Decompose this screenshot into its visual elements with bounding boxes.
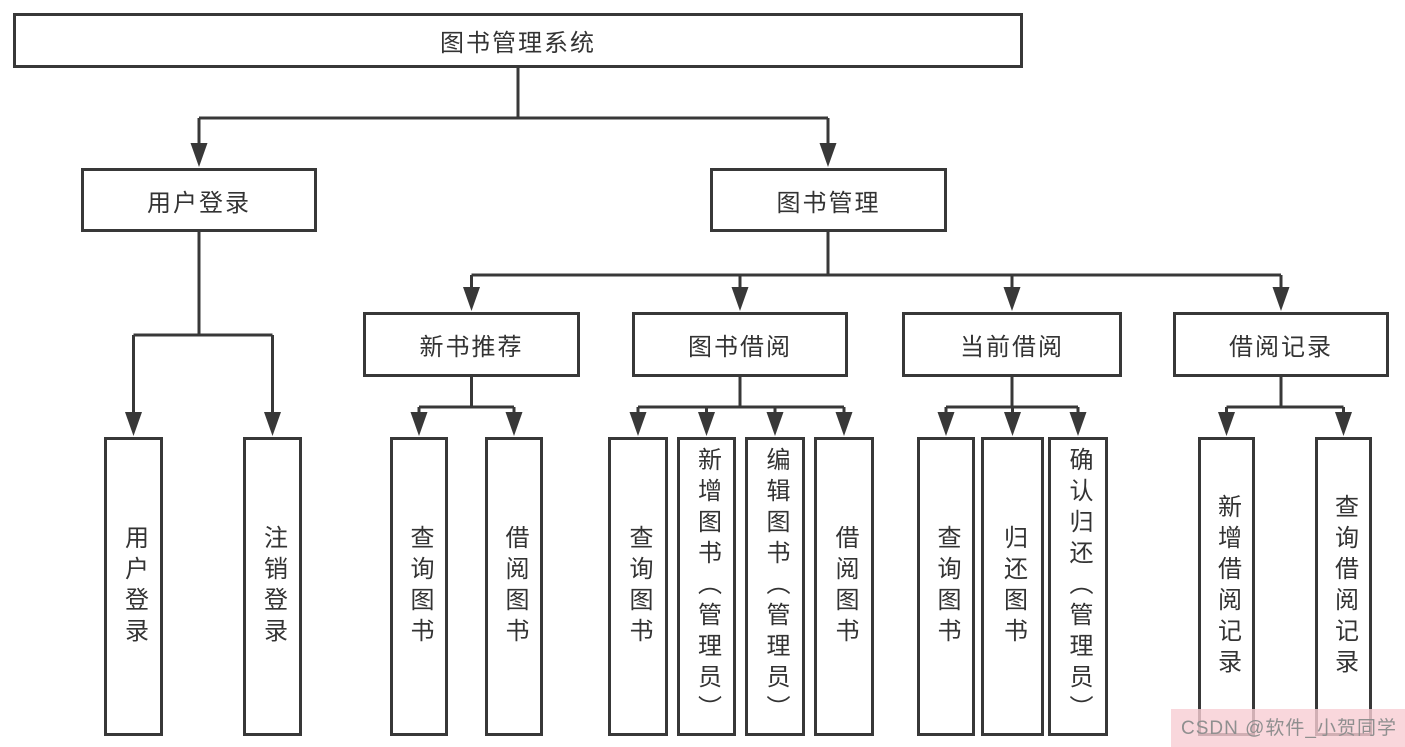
leaf-query-books-borrow: 查询图书: [608, 437, 668, 736]
node-book-management: 图书管理: [710, 168, 947, 232]
node-borrow-record: 借阅记录: [1173, 312, 1389, 377]
leaf-return-books: 归还图书: [981, 437, 1044, 736]
leaf-add-borrow-record: 新增借阅记录: [1198, 437, 1255, 736]
node-current-borrow: 当前借阅: [902, 312, 1122, 377]
node-new-book-recommend: 新书推荐: [363, 312, 580, 377]
csdn-watermark: CSDN @软件_小贺同学: [1171, 709, 1405, 747]
node-root-system: 图书管理系统: [13, 13, 1023, 68]
arrowheads: [125, 143, 1352, 436]
leaf-add-books-admin: 新增图书（管理员）: [677, 437, 736, 736]
node-book-borrow: 图书借阅: [632, 312, 848, 377]
leaf-borrow-books-recommend: 借阅图书: [485, 437, 543, 736]
leaf-borrow-books: 借阅图书: [814, 437, 874, 736]
leaf-query-borrow-record: 查询借阅记录: [1315, 437, 1372, 736]
node-user-login: 用户登录: [81, 168, 317, 232]
leaf-query-books-recommend: 查询图书: [390, 437, 448, 736]
leaf-logout: 注销登录: [243, 437, 302, 736]
leaf-confirm-return-admin: 确认归还（管理员）: [1048, 437, 1108, 736]
leaf-user-login: 用户登录: [104, 437, 163, 736]
leaf-query-books-current: 查询图书: [917, 437, 975, 736]
leaf-edit-books-admin: 编辑图书（管理员）: [745, 437, 805, 736]
